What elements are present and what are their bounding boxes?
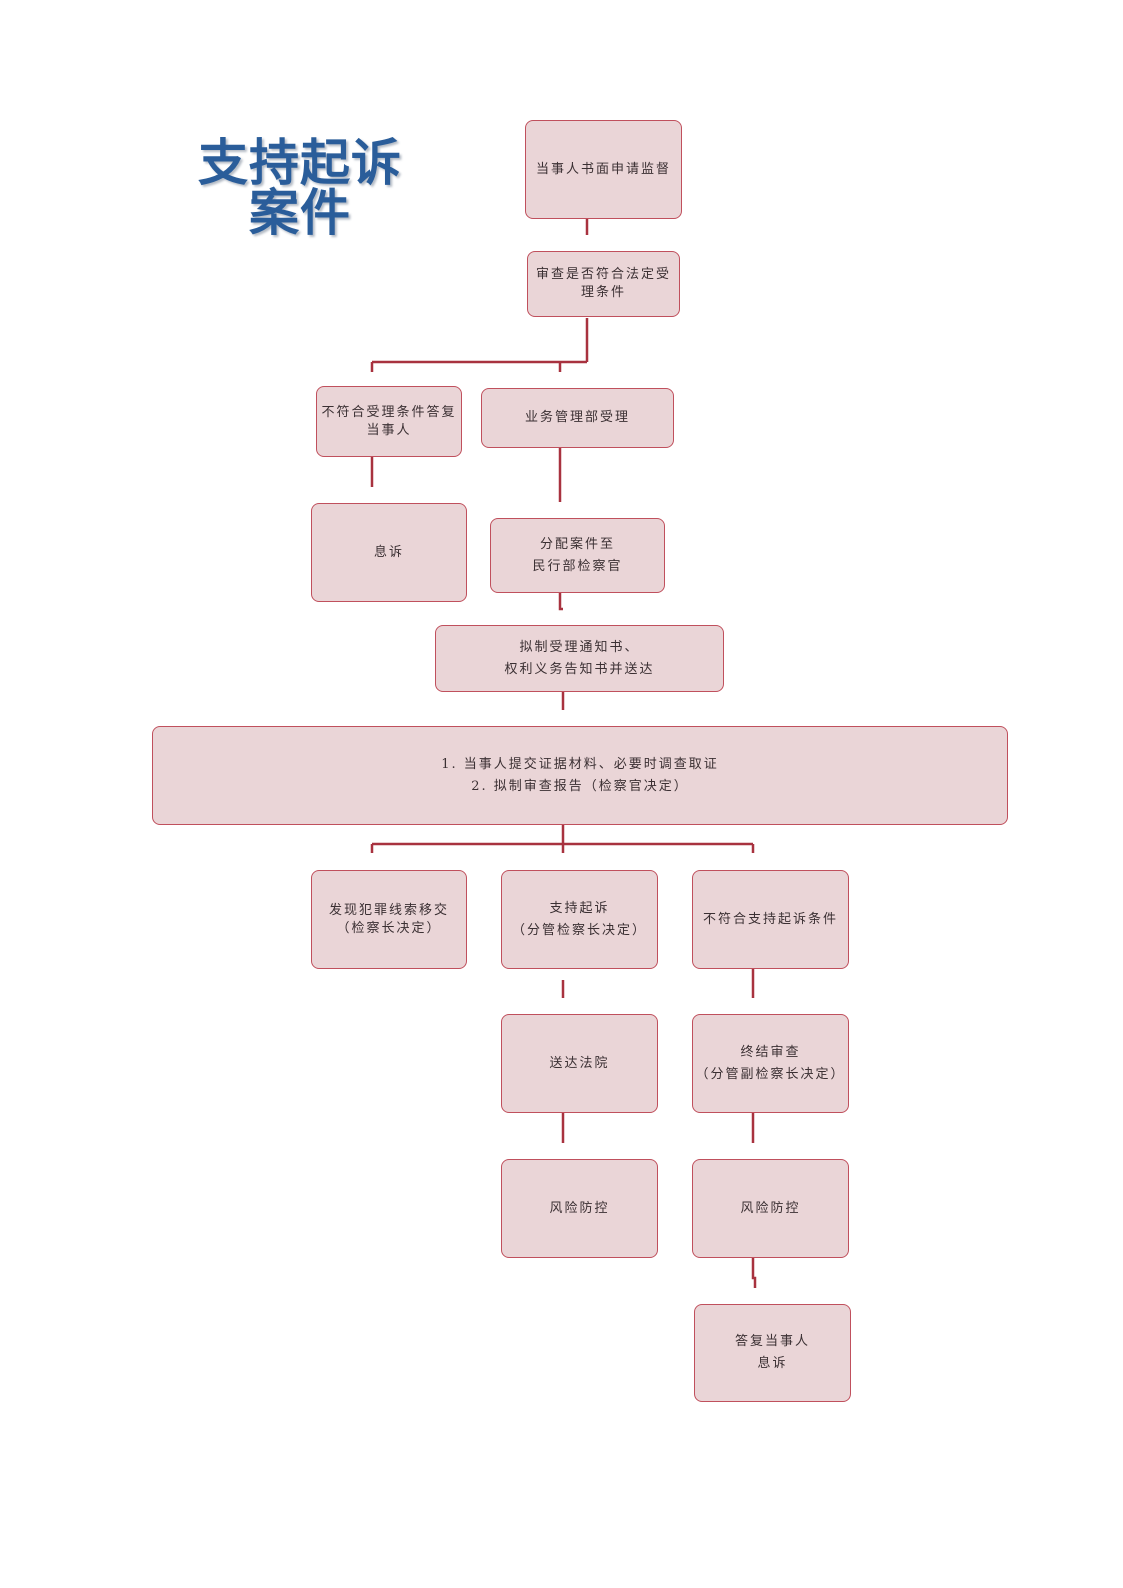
node-crime: 发现犯罪线索移交 （检察长决定） [311, 870, 467, 969]
node-text: 支持起诉 [549, 900, 610, 916]
node-court: 送达法院 [501, 1014, 658, 1113]
node-text: 业务管理部受理 [524, 410, 630, 425]
node-text: 理条件 [580, 285, 626, 300]
node-text: 2. 拟制审查报告（检察官决定） [471, 778, 689, 794]
node-reply: 答复当事人 息诉 [694, 1304, 851, 1402]
node-support: 支持起诉 （分管检察长决定） [501, 870, 658, 969]
connector-review-branch [370, 318, 589, 372]
connector-evidence-branch [370, 808, 755, 853]
node-risk-court: 风险防控 [501, 1159, 658, 1258]
node-text: （分管副检察长决定） [695, 1066, 846, 1082]
node-text: 送达法院 [549, 1055, 610, 1071]
node-accept: 业务管理部受理 [481, 388, 674, 448]
connector-risk-reply [751, 1243, 757, 1288]
node-text: 权利义务告知书并送达 [504, 661, 655, 677]
connector-assign-notify [558, 593, 563, 611]
node-text: 当事人 [366, 422, 412, 438]
node-text: 1. 当事人提交证据材料、必要时调查取证 [441, 756, 719, 772]
node-notsupport: 不符合支持起诉条件 [692, 870, 849, 969]
title-line-1: 支持起诉 [198, 133, 402, 192]
node-close: 息诉 [311, 503, 467, 602]
node-text: 不符合受理条件答复 [321, 404, 457, 420]
node-text: 终结审查 [740, 1044, 801, 1060]
node-text: （分管检察长决定） [511, 922, 647, 938]
node-reject: 不符合受理条件答复 当事人 [316, 386, 462, 457]
node-text: 审查是否符合法定受 [535, 267, 671, 282]
node-text: 息诉 [757, 1356, 788, 1371]
node-review: 审查是否符合法定受 理条件 [527, 251, 680, 317]
node-text: 拟制受理通知书、 [519, 639, 640, 655]
node-text: 风险防控 [549, 1200, 610, 1216]
node-text: 民行部检察官 [532, 558, 623, 574]
node-text: 风险防控 [740, 1200, 801, 1216]
page-title: 支持起诉 案件 [140, 138, 460, 238]
node-risk-terminate: 风险防控 [692, 1159, 849, 1258]
node-text: 息诉 [373, 544, 404, 560]
title-line-2: 案件 [249, 183, 351, 242]
node-apply: 当事人书面申请监督 [525, 120, 682, 219]
node-text: 分配案件至 [539, 536, 615, 552]
node-text: 不符合支持起诉条件 [702, 911, 838, 927]
node-text: 发现犯罪线索移交 [328, 902, 449, 918]
node-text: 答复当事人 [734, 1334, 810, 1349]
node-text: 当事人书面申请监督 [535, 161, 671, 177]
node-notify: 拟制受理通知书、 权利义务告知书并送达 [435, 625, 724, 692]
node-evidence: 1. 当事人提交证据材料、必要时调查取证 2. 拟制审查报告（检察官决定） [152, 726, 1008, 825]
node-assign: 分配案件至 民行部检察官 [490, 518, 665, 593]
node-terminate: 终结审查 （分管副检察长决定） [692, 1014, 849, 1113]
node-text: （检察长决定） [336, 920, 442, 936]
